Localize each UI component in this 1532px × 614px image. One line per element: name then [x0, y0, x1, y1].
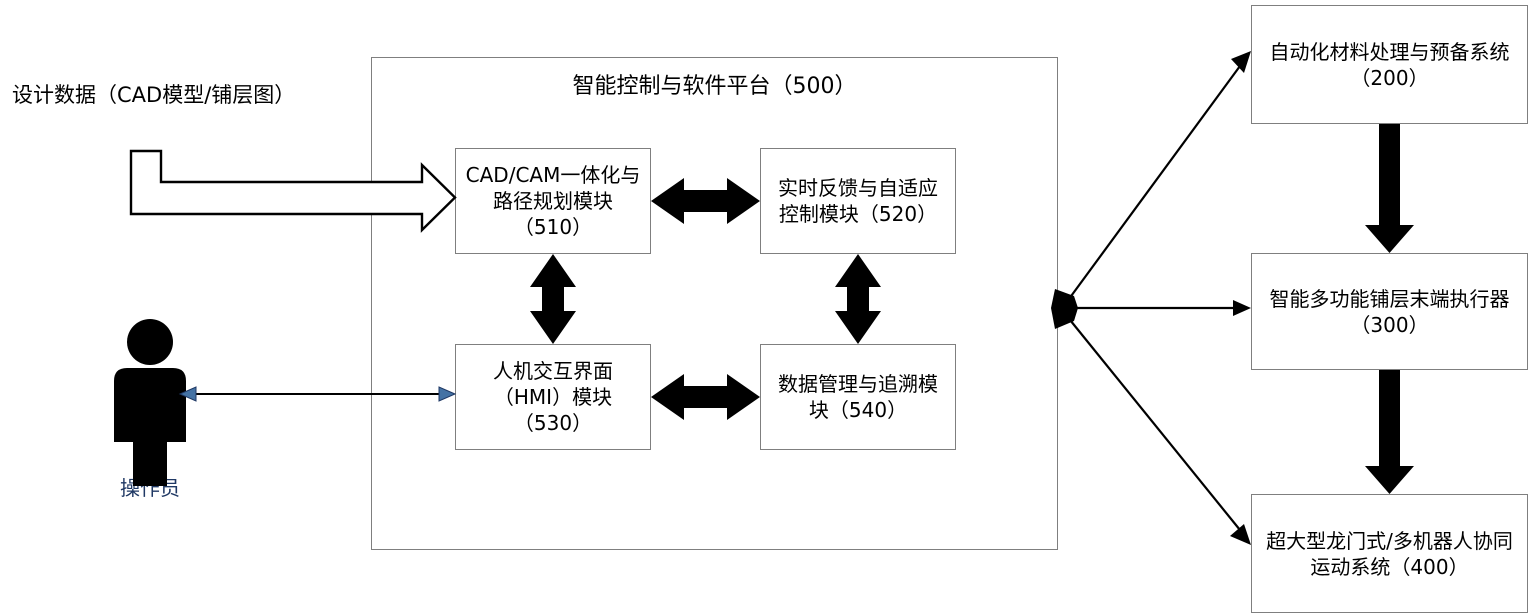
module-510-line-3: （510） [513, 215, 593, 239]
block-arrow-300-to-400 [1365, 370, 1414, 494]
subsystem-box-400[interactable]: 超大型龙门式/多机器人协同 运动系统（400） [1251, 494, 1528, 613]
platform-title-500: 智能控制与软件平台（500） [572, 74, 857, 99]
module-540-line-1: 数据管理与追溯模 [778, 372, 938, 396]
subsystem-box-200[interactable]: 自动化材料处理与预备系统 （200） [1251, 5, 1528, 124]
module-box-520[interactable]: 实时反馈与自适应 控制模块（520） [760, 148, 956, 254]
module-510-text: CAD/CAM一体化与 路径规划模块 （510） [456, 162, 650, 240]
module-box-540[interactable]: 数据管理与追溯模 块（540） [760, 344, 956, 450]
subsystem-200-text: 自动化材料处理与预备系统 （200） [1252, 39, 1527, 91]
operator-figure-icon [114, 319, 186, 486]
module-530-line-3: （530） [513, 411, 593, 435]
module-510-line-1: CAD/CAM一体化与 [465, 163, 641, 187]
subsystem-200-line-2: （200） [1350, 65, 1429, 90]
module-510-line-2: 路径规划模块 [493, 189, 613, 213]
platform-to-200-connector [1065, 51, 1251, 304]
subsystem-400-line-2: 运动系统（400） [1310, 554, 1469, 579]
subsystem-box-300[interactable]: 智能多功能铺层末端执行器 （300） [1251, 253, 1528, 370]
block-arrow-200-to-300 [1365, 124, 1414, 253]
module-530-line-2: （HMI）模块 [493, 385, 613, 409]
platform-to-300-connector [1066, 300, 1251, 316]
platform-to-400-connector [1065, 314, 1251, 545]
subsystem-200-line-1: 自动化材料处理与预备系统 [1269, 39, 1510, 64]
module-520-line-1: 实时反馈与自适应 [778, 176, 938, 200]
subsystem-300-line-2: （300） [1350, 312, 1429, 337]
subsystem-300-text: 智能多功能铺层末端执行器 （300） [1252, 286, 1527, 338]
module-530-line-1: 人机交互界面 [493, 359, 613, 383]
module-box-530[interactable]: 人机交互界面 （HMI）模块 （530） [455, 344, 651, 450]
module-box-510[interactable]: CAD/CAM一体化与 路径规划模块 （510） [455, 148, 651, 254]
module-530-text: 人机交互界面 （HMI）模块 （530） [456, 358, 650, 436]
module-520-line-2: 控制模块（520） [778, 202, 938, 226]
module-540-line-2: 块（540） [808, 398, 908, 422]
subsystem-400-line-1: 超大型龙门式/多机器人协同 [1266, 528, 1513, 553]
platform-container-500 [371, 57, 1058, 550]
subsystem-300-line-1: 智能多功能铺层末端执行器 [1269, 286, 1510, 311]
operator-label: 操作员 [120, 476, 180, 500]
subsystem-400-text: 超大型龙门式/多机器人协同 运动系统（400） [1252, 528, 1527, 580]
module-540-text: 数据管理与追溯模 块（540） [761, 371, 955, 423]
design-data-label: 设计数据（CAD模型/铺层图） [12, 83, 296, 107]
module-520-text: 实时反馈与自适应 控制模块（520） [761, 175, 955, 227]
